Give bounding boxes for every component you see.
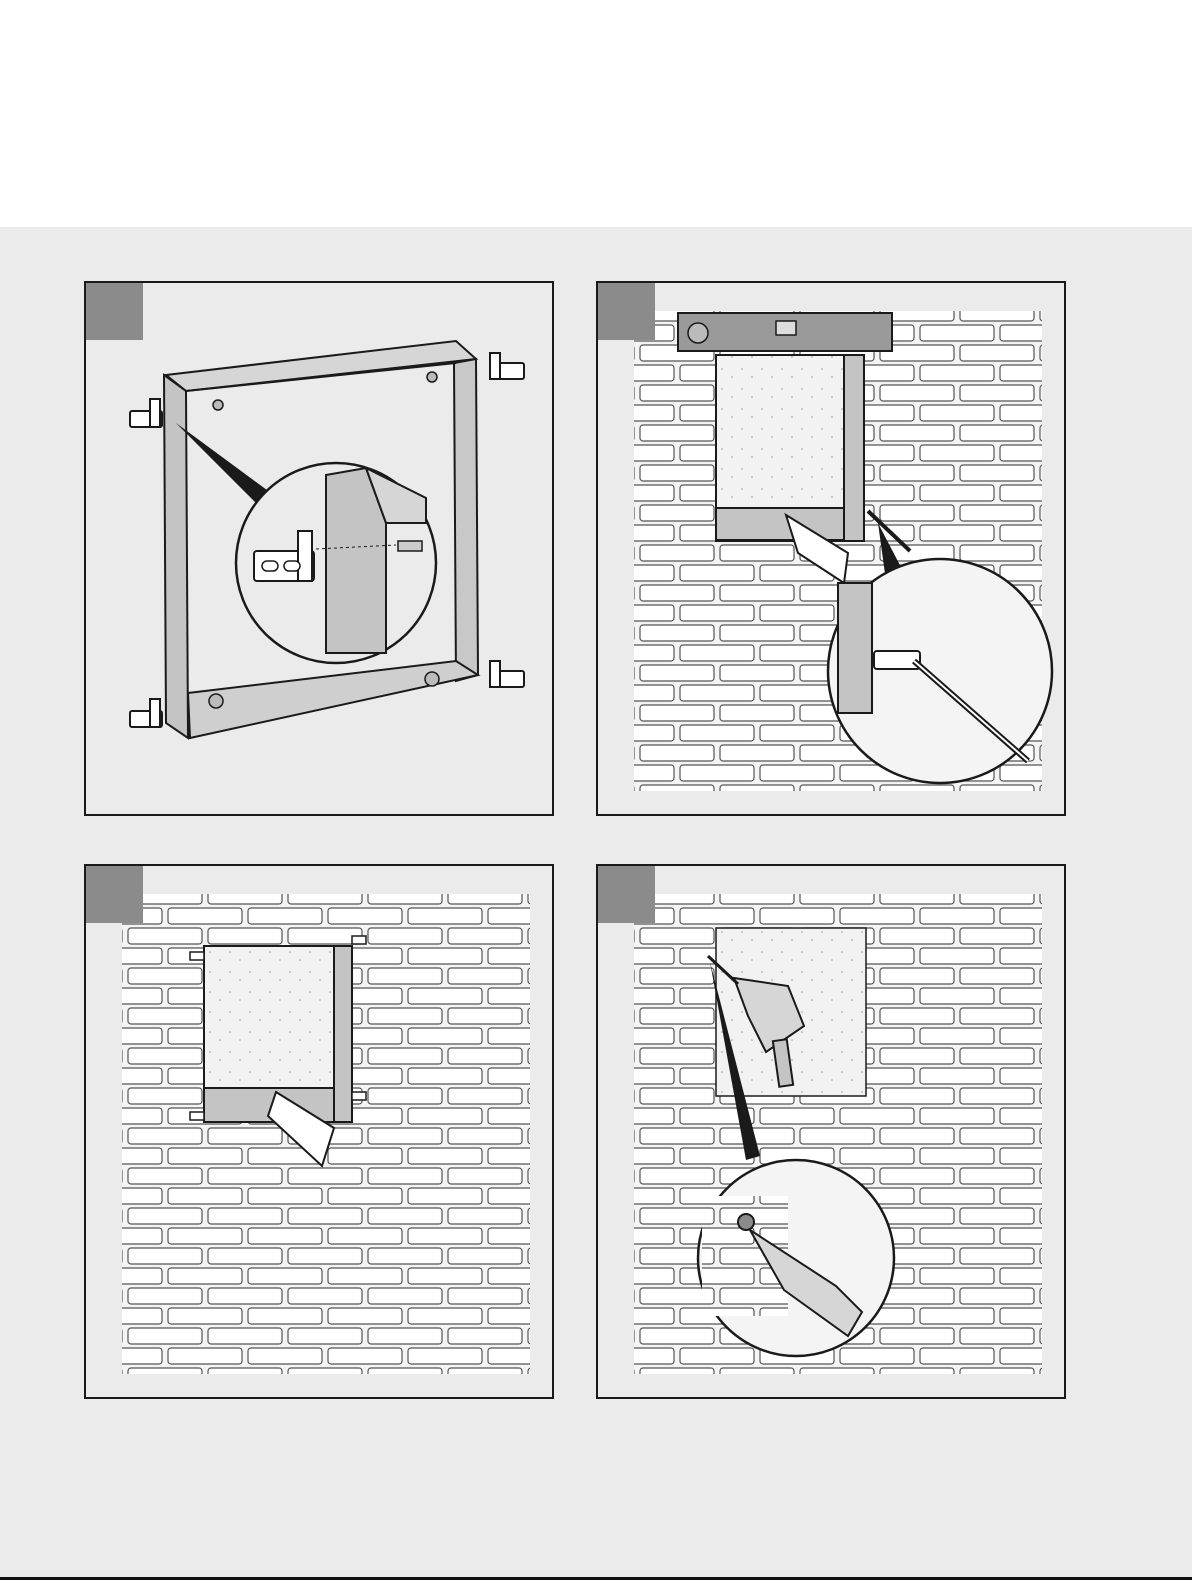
step-4-panel [596,864,1066,1399]
drilling-illustration [598,866,1066,1399]
step-1-badge [86,283,143,340]
step-2-panel [596,281,1066,816]
step-4-badge [598,866,655,923]
step-3-badge [86,866,143,923]
step-1-panel [84,281,554,816]
frame-in-wall-illustration [86,866,554,1399]
levelling-illustration [598,283,1066,816]
step-2-badge [598,283,655,340]
step-3-panel [84,864,554,1399]
bracket-top-right [490,353,524,379]
bracket-bottom-right [490,661,524,687]
frame-assembly-illustration [86,283,554,816]
bracket-bottom-left [130,699,162,727]
bracket-top-left [130,399,162,427]
bottom-rule [0,1577,1192,1580]
